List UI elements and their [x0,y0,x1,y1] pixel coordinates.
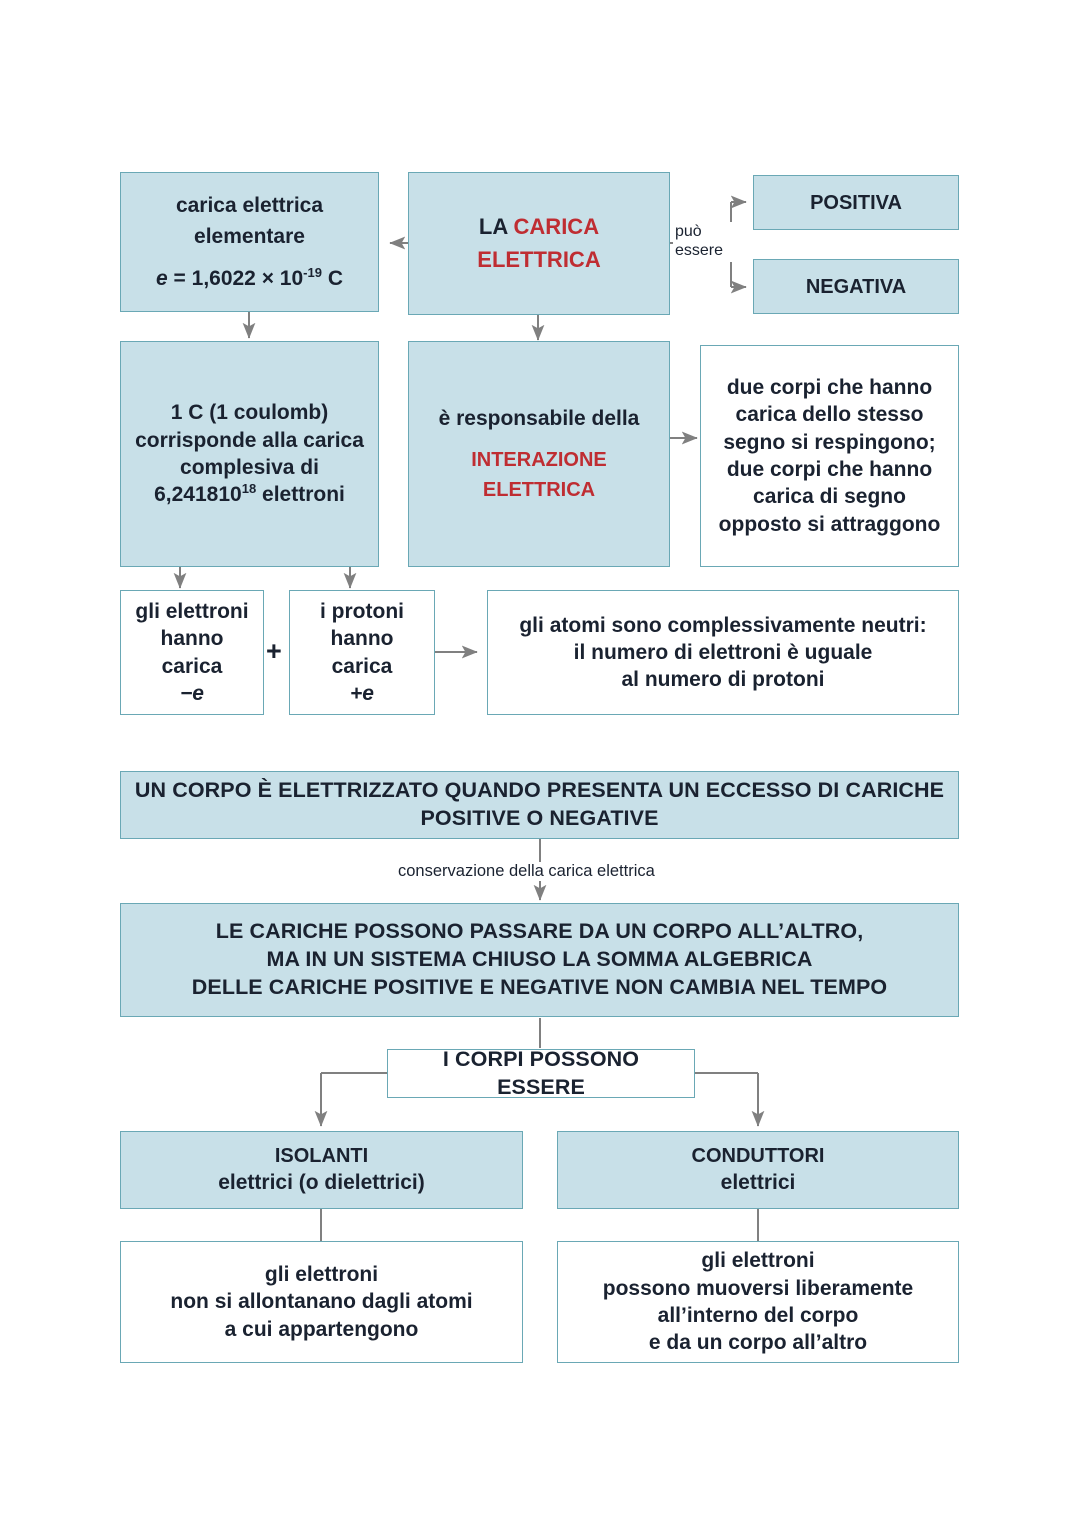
formula-exponent: -19 [303,264,322,280]
isolanti-desc-line2: non si allontanano dagli atomi [170,1290,473,1314]
corpo-elettrizzato-line1: UN CORPO È ELETTRIZZATO QUANDO PRESENTA … [134,778,945,803]
node-responsabile: è responsabile della INTERAZIONE ELETTRI… [408,341,670,567]
node-isolanti: ISOLANTI elettrici (o dielettrici) [120,1131,523,1209]
atomi-neutri-line2: il numero di elettroni è uguale [573,640,873,664]
elettroni-carica-value: −e [180,681,204,705]
formula-symbol-e: e [156,266,168,290]
isolanti-title: ISOLANTI [274,1145,369,1168]
node-conduttori: CONDUTTORI elettrici [557,1131,959,1209]
conduttori-desc-line3: all’interno del corpo [657,1304,859,1327]
conservazione-line1: LE CARICHE POSSONO PASSARE DA UN CORPO A… [215,919,864,944]
negativa-label: NEGATIVA [805,275,907,298]
positiva-label: POSITIVA [810,191,902,214]
protoni-carica-line2: hanno carica [330,627,394,678]
node-isolanti-desc: gli elettroni non si allontanano dagli a… [120,1241,523,1363]
node-atomi-neutri: gli atomi sono complessivamente neutri: … [487,590,959,715]
formula-suffix: C [321,266,343,290]
protoni-carica-value: +e [350,681,374,705]
node-negativa: NEGATIVA [753,259,959,314]
conduttori-title: CONDUTTORI [691,1145,825,1168]
conduttori-subtitle: elettrici [720,1171,796,1195]
elettrica-label: ELETTRICA [482,478,596,501]
isolanti-desc-line1: gli elettroni [264,1263,379,1287]
edge-label-conservazione: conservazione della carica elettrica [392,862,661,881]
coulomb-electron-count: 6,241810 [154,483,242,507]
coulomb-line2: corrisponde alla carica [135,428,364,452]
formula-body: = 1,6022 × 10 [167,266,304,290]
essere-label: essere [675,241,724,259]
node-protoni-carica: i protoni hanno carica +e [289,590,435,715]
atomi-neutri-line3: al numero di protoni [621,668,825,692]
due-corpi-line5: carica di segno [753,485,906,509]
node-coulomb: 1 C (1 coulomb) corrisponde alla carica … [120,341,379,567]
protoni-carica-line1: i protoni [320,599,404,623]
conservazione-line3: DELLE CARICHE POSITIVE E NEGATIVE NON CA… [191,974,888,999]
node-positiva: POSITIVA [753,175,959,230]
coulomb-line3: complesiva di [180,456,319,479]
puo-label: può [675,223,702,240]
due-corpi-line3: segno si respingono; [723,430,936,454]
conduttori-desc-line1: gli elettroni [701,1249,815,1273]
carica-elettrica-line1: LA CARICA [419,213,659,242]
due-corpi-line4: due corpi che hanno [726,458,933,481]
carica-elementare-formula: e = 1,6022 × 10-19 C [131,265,368,292]
conduttori-desc-line2: possono muoversi liberamente [602,1276,914,1300]
due-corpi-line1: due corpi che hanno [726,376,933,400]
word-carica: CARICA [513,213,600,239]
edge-label-puo-essere: può essere [673,222,733,262]
isolanti-subtitle: elettrici (o dielettrici) [218,1171,425,1195]
responsabile-line1: è responsabile della [438,407,640,431]
coulomb-line4: 6,24181018 elettroni [131,481,368,508]
coulomb-unit: elettroni [256,483,345,507]
coulomb-line1: 1 C (1 coulomb) [170,401,329,425]
due-corpi-line6: opposto si attraggono [718,512,941,536]
carica-elementare-line1: carica elettrica [175,194,324,218]
due-corpi-line2: carica dello stesso [735,403,924,427]
word-la: LA [478,213,514,239]
node-due-corpi: due corpi che hanno carica dello stesso … [700,345,959,567]
elettroni-carica-line1: gli elettroni [135,599,249,623]
conservazione-line2: MA IN UN SISTEMA CHIUSO LA SOMMA ALGEBRI… [266,947,813,972]
node-elettroni-carica: gli elettroni hanno carica −e [120,590,264,715]
node-carica-elettrica: LA CARICA ELETTRICA [408,172,670,315]
node-conduttori-desc: gli elettroni possono muoversi liberamen… [557,1241,959,1363]
elettroni-carica-line2: hanno carica [160,627,224,678]
node-carica-elementare: carica elettrica elementare e = 1,6022 ×… [120,172,379,312]
node-conservazione: LE CARICHE POSSONO PASSARE DA UN CORPO A… [120,903,959,1017]
carica-elementare-line2: elementare [194,225,305,249]
coulomb-exponent: 18 [241,481,257,497]
word-elettrica: ELETTRICA [477,246,601,272]
corpo-elettrizzato-line2: POSITIVE O NEGATIVE [420,806,659,830]
isolanti-desc-line3: a cui appartengono [224,1317,419,1341]
plus-operator: + [266,636,282,666]
corpi-possono-essere-label: I CORPI POSSONO ESSERE [442,1046,640,1099]
node-corpo-elettrizzato: UN CORPO È ELETTRIZZATO QUANDO PRESENTA … [120,771,959,839]
interazione-label: INTERAZIONE [471,448,607,471]
conduttori-desc-line4: e da un corpo all’altro [648,1331,868,1355]
node-corpi-possono-essere: I CORPI POSSONO ESSERE [387,1046,695,1099]
atomi-neutri-line1: gli atomi sono complessivamente neutri: [519,613,927,637]
